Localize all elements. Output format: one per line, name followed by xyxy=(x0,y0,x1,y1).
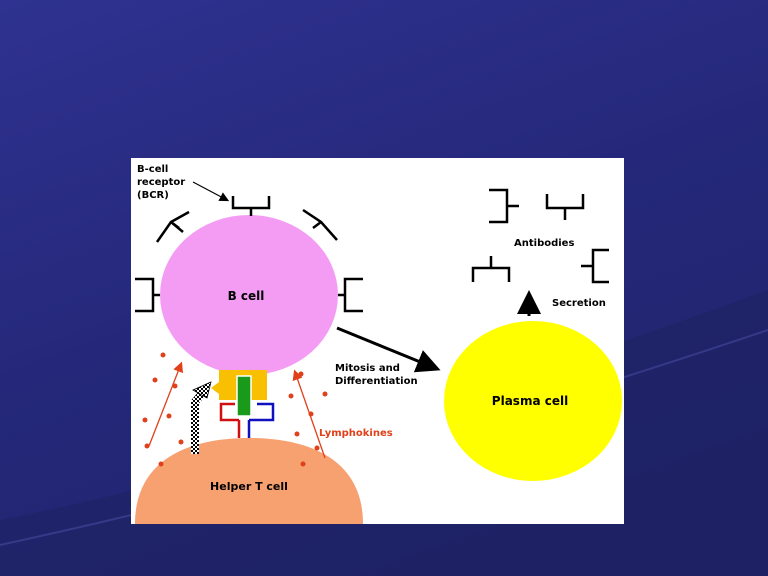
plasma-cell-label: Plasma cell xyxy=(492,394,568,408)
helper-t-cell xyxy=(135,438,363,524)
b-cell-label: B cell xyxy=(228,289,265,303)
bcr-receptor-upper-right xyxy=(302,208,338,241)
bcr-label-line-3: (BCR) xyxy=(137,190,169,201)
bcr-receptors xyxy=(135,196,363,313)
antibodies xyxy=(471,188,609,284)
lymphokine-arrow-left xyxy=(148,361,184,447)
immune-diagram-panel: Helper T cell B cell B-cell receptor (BC… xyxy=(131,158,624,524)
mitosis-label: Mitosis and Differentiation xyxy=(335,363,418,387)
antibody-2 xyxy=(545,194,585,220)
bcr-label: B-cell receptor (BCR) xyxy=(137,164,189,201)
mitosis-arrow xyxy=(336,326,441,373)
mitosis-label-line-2: Differentiation xyxy=(335,376,418,387)
antibodies-label: Antibodies xyxy=(514,238,574,249)
lymphokines-label: Lymphokines xyxy=(319,428,393,439)
antibody-1 xyxy=(489,188,519,224)
tcr-red-chain xyxy=(219,402,241,438)
lymphokine-arrow-right xyxy=(292,369,326,459)
mhc-green-peptide xyxy=(236,375,252,417)
antigen-yellow-point xyxy=(211,382,219,394)
bcr-receptor-right xyxy=(338,277,363,313)
b-cell xyxy=(160,215,338,375)
helper-t-cell-label: Helper T cell xyxy=(210,480,288,493)
bcr-receptor-upper-left xyxy=(155,210,190,243)
antibody-3 xyxy=(471,256,511,282)
antibody-4 xyxy=(581,248,609,284)
mitosis-label-line-1: Mitosis and xyxy=(335,363,400,374)
tcr-blue-chain xyxy=(247,402,275,438)
bcr-receptor-left xyxy=(135,277,160,313)
cd4-arrow-head xyxy=(192,381,212,399)
bcr-receptor-top xyxy=(231,196,271,216)
bcr-label-line-2: receptor xyxy=(137,177,185,188)
bcr-label-line-1: B-cell xyxy=(137,164,168,175)
secretion-label: Secretion xyxy=(552,298,606,309)
plasma-cell xyxy=(444,321,622,481)
bcr-pointer-arrow xyxy=(192,181,230,202)
